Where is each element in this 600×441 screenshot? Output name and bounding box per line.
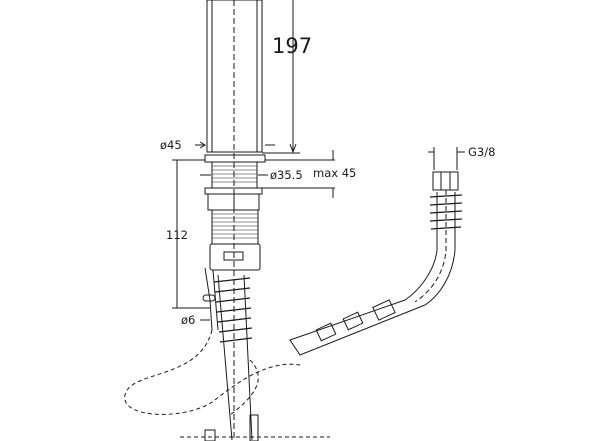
dimension-112	[172, 159, 210, 309]
dimension-112-label: 112	[166, 228, 188, 242]
flange-diameter-label: ø45	[160, 138, 182, 152]
left-hose	[124, 267, 330, 441]
right-hose	[289, 147, 465, 356]
lower-thread	[211, 209, 259, 245]
dimension-197	[262, 0, 300, 154]
connection-thread-label: G3/8	[468, 145, 496, 159]
thread-diameter-label: ø35.5	[270, 168, 303, 182]
max-deck-thickness-label: max 45	[313, 166, 357, 180]
collar	[209, 243, 261, 271]
dimension-max45	[262, 150, 335, 198]
dimension-197-label: 197	[272, 34, 313, 58]
pullout-diameter-label: ø6	[181, 313, 196, 327]
spout-column	[206, 0, 263, 440]
